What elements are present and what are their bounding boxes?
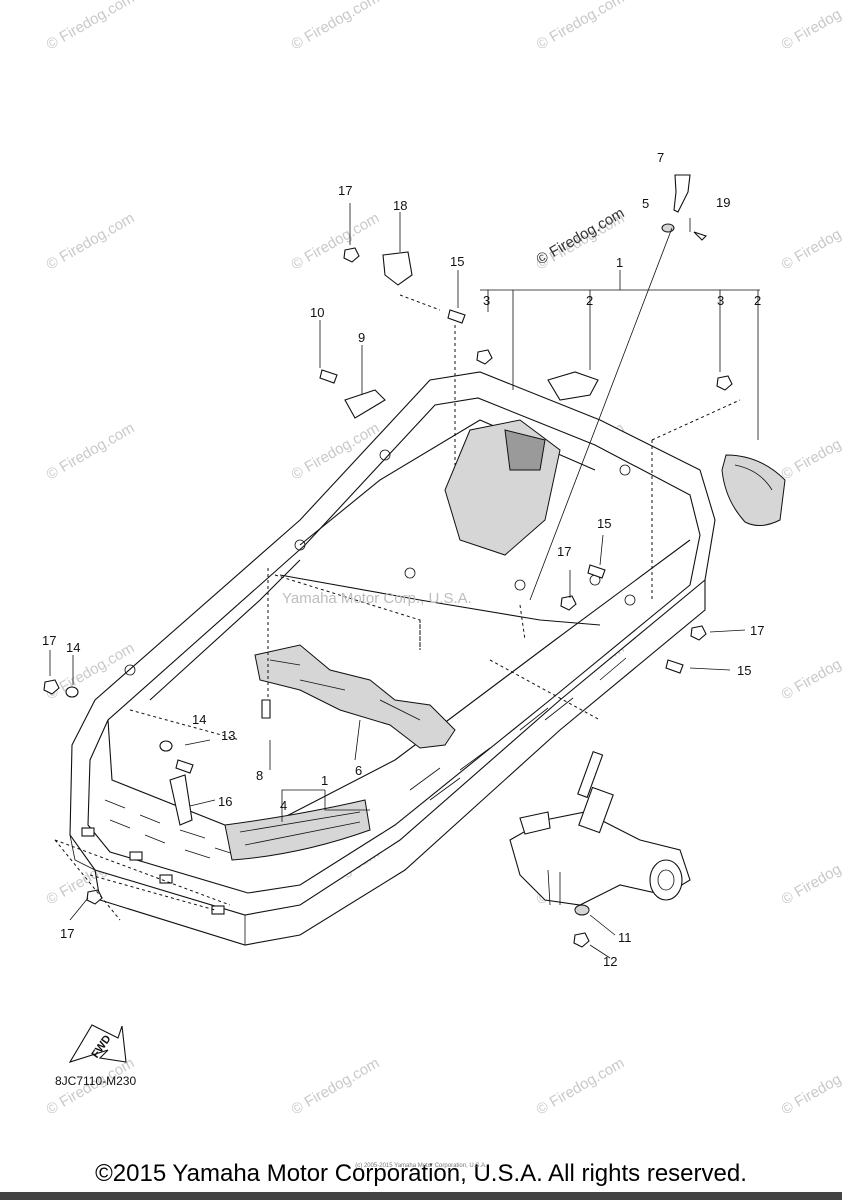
callout-17-right: 17 bbox=[750, 623, 764, 638]
callout-18: 18 bbox=[393, 198, 407, 213]
watermark-text: © Firedog.com bbox=[534, 0, 628, 53]
callout-3-left: 3 bbox=[483, 293, 490, 308]
callout-15-mid: 15 bbox=[597, 516, 611, 531]
callout-15-right: 15 bbox=[737, 663, 751, 678]
callout-17-mid: 17 bbox=[557, 544, 571, 559]
band-part-4 bbox=[224, 799, 371, 861]
watermark-text: © Firedog.com bbox=[44, 209, 138, 273]
watermark-text: © Firedog.com bbox=[779, 1054, 842, 1118]
callout-13: 13 bbox=[221, 728, 235, 743]
watermark-text: © Firedog.com bbox=[534, 1054, 628, 1118]
footer-fine-print: (c) 2005-2015 Yamaha Motor Corporation, … bbox=[355, 1163, 487, 1169]
leader-lines bbox=[49, 203, 760, 959]
callout-14-left: 14 bbox=[66, 640, 80, 655]
callout-6: 6 bbox=[355, 763, 362, 778]
watermark-text: © Firedog.com bbox=[779, 844, 842, 908]
watermark-text: © Firedog.com bbox=[289, 209, 383, 273]
watermark-text: © Firedog.com bbox=[779, 0, 842, 53]
callout-2-center: 2 bbox=[586, 293, 593, 308]
callout-10: 10 bbox=[310, 305, 324, 320]
steering-gearbox bbox=[509, 750, 691, 906]
watermark-text: © Firedog.com bbox=[289, 1054, 383, 1118]
callout-17-left: 17 bbox=[42, 633, 56, 648]
watermark-text: © Firedog.com bbox=[779, 639, 842, 703]
callouts: 1 1 2 2 3 3 4 5 6 7 8 9 10 11 12 13 14 1… bbox=[42, 150, 764, 969]
callout-5: 5 bbox=[642, 196, 649, 211]
watermark-center: Yamaha Motor Corp., U.S.A. bbox=[282, 590, 472, 607]
diagram-code: 8JC7110-M230 bbox=[55, 1074, 137, 1088]
callout-1-top: 1 bbox=[616, 255, 623, 270]
callout-14-center: 14 bbox=[192, 712, 206, 727]
callout-16: 16 bbox=[218, 794, 232, 809]
callout-8: 8 bbox=[256, 768, 263, 783]
callout-2-right: 2 bbox=[754, 293, 761, 308]
callout-17-top: 17 bbox=[338, 183, 352, 198]
callout-19: 19 bbox=[716, 195, 730, 210]
guard-part-6 bbox=[254, 644, 456, 749]
watermark-prominent: © Firedog.com bbox=[534, 204, 628, 268]
bottom-strip bbox=[0, 1192, 842, 1200]
handle-part-2 bbox=[721, 454, 786, 526]
callout-3-right: 3 bbox=[717, 293, 724, 308]
callout-9: 9 bbox=[358, 330, 365, 345]
watermark-text: © Firedog.com bbox=[779, 419, 842, 483]
callout-15-top: 15 bbox=[450, 254, 464, 269]
frame bbox=[69, 371, 716, 946]
watermark-text: © Firedog.com bbox=[44, 419, 138, 483]
fasteners bbox=[43, 174, 733, 948]
callout-17-bottom: 17 bbox=[60, 926, 74, 941]
fwd-arrow: FWD bbox=[68, 1024, 127, 1063]
watermark-text: © Firedog.com bbox=[779, 209, 842, 273]
callout-12: 12 bbox=[603, 954, 617, 969]
callout-7: 7 bbox=[657, 150, 664, 165]
callout-4: 4 bbox=[280, 798, 287, 813]
callout-1-bottom: 1 bbox=[321, 773, 328, 788]
footer-copyright: ©2015 Yamaha Motor Corporation, U.S.A. A… bbox=[95, 1160, 747, 1187]
callout-11: 11 bbox=[618, 930, 632, 945]
watermark-text: © Firedog.com bbox=[44, 0, 138, 53]
watermark-text: © Firedog.com bbox=[289, 0, 383, 53]
